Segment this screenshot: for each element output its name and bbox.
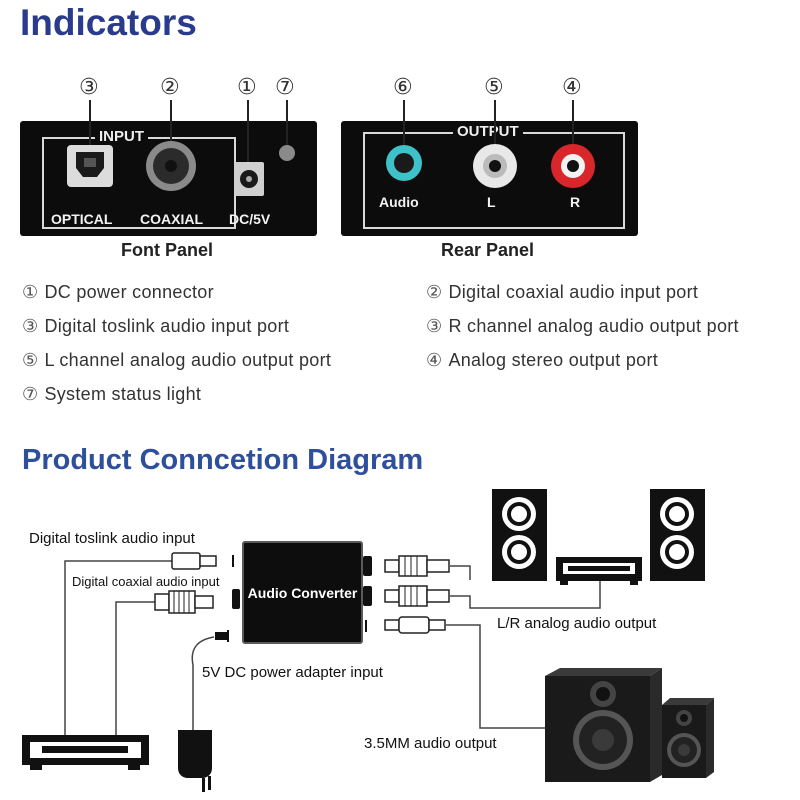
indicators-title: Indicators — [20, 2, 197, 43]
coaxial-label: COAXIAL — [140, 211, 203, 227]
num-dc: ① — [237, 75, 257, 100]
diagram-title: Product Conncetion Diagram — [22, 444, 424, 476]
lr-wire-bottom — [450, 580, 601, 609]
converter-out-port-icon — [363, 556, 372, 576]
num-r: ④ — [562, 75, 582, 100]
converter-label: Audio Converter — [247, 584, 358, 601]
power-adapter-icon — [178, 730, 212, 792]
audio-label: Audio — [379, 194, 419, 210]
output-group-label: OUTPUT — [453, 124, 523, 140]
coaxial-input-label: Digital coaxial audio input — [72, 574, 220, 589]
speaker-left-icon — [492, 489, 547, 581]
l-label: L — [487, 194, 496, 210]
toslink-plug-icon — [171, 552, 217, 570]
rca-plug-icon — [384, 555, 450, 577]
front-panel-caption: Font Panel — [121, 240, 214, 260]
audio-converter-box: Audio Converter — [242, 541, 363, 644]
rca-white-icon — [473, 144, 517, 188]
mm-plug-icon — [384, 616, 446, 634]
toslink-input-label: Digital toslink audio input — [29, 530, 195, 547]
rca-red-icon — [551, 144, 595, 188]
bookshelf-speaker-large-icon — [545, 668, 662, 782]
coaxial-port-icon — [146, 141, 196, 191]
mm-output-label: 3.5MM audio output — [364, 735, 497, 752]
coaxial-plug-icon — [154, 590, 214, 614]
coaxial-wire — [115, 601, 155, 738]
optical-port-icon — [67, 145, 113, 187]
status-light-icon — [279, 145, 295, 161]
dc-plug-icon — [215, 632, 227, 640]
num-coaxial: ② — [160, 75, 180, 100]
dc-input-label: 5V DC power adapter input — [202, 664, 383, 681]
input-group-label: INPUT — [95, 129, 148, 145]
num-audio: ⑥ — [393, 75, 413, 100]
audio-jack-icon — [386, 145, 422, 181]
speaker-right-icon — [650, 489, 705, 581]
bookshelf-speaker-small-icon — [662, 698, 714, 778]
lr-wire-top — [450, 565, 471, 580]
num-optical: ③ — [79, 75, 99, 100]
lr-output-label: L/R analog audio output — [497, 615, 657, 632]
cd-player-icon — [22, 735, 149, 770]
r-label: R — [570, 194, 581, 210]
rca-plug-icon — [384, 585, 450, 607]
converter-out-port-icon — [363, 586, 372, 606]
amplifier-icon — [556, 557, 642, 585]
dc-label: DC/5V — [229, 211, 271, 227]
num-l: ⑤ — [484, 75, 504, 100]
rear-panel-caption: Rear Panel — [441, 240, 535, 260]
dc-wire — [191, 636, 215, 730]
dc-port-icon — [234, 162, 264, 196]
converter-side-port-icon — [232, 589, 240, 609]
mm-wire — [446, 624, 545, 729]
num-light: ⑦ — [275, 75, 295, 100]
optical-label: OPTICAL — [51, 211, 113, 227]
